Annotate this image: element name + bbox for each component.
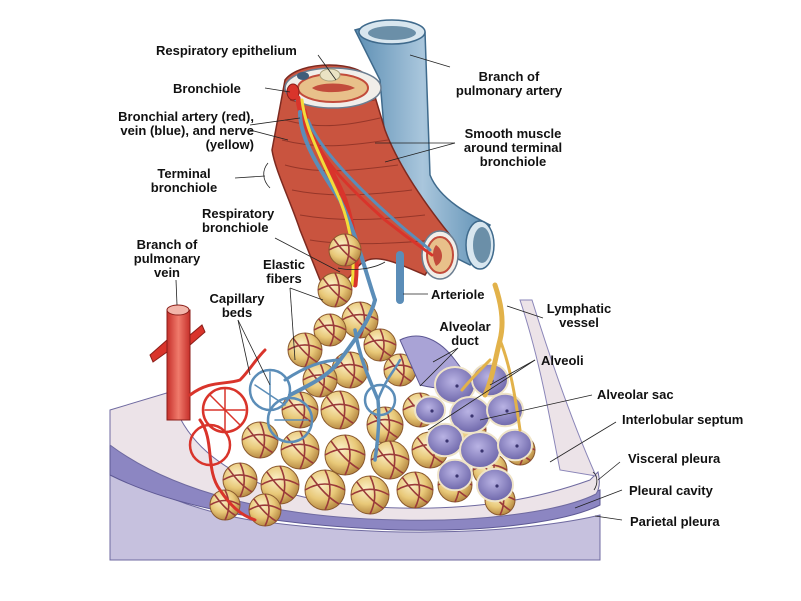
alveolus [350, 475, 390, 515]
alveolar-cell-dot [445, 439, 449, 443]
alveolus [313, 313, 347, 347]
label-branch-pulmonary-vein: Branch of pulmonary vein [133, 237, 201, 280]
alveolus [241, 421, 279, 459]
alveolar-sac-lobe [476, 467, 514, 503]
alveolus [287, 332, 323, 368]
label-terminal-bronchiole: Terminal bronchiole [150, 166, 218, 195]
alveolar-cell-dot [455, 474, 459, 478]
alveolar-sac-lobe [437, 458, 473, 492]
alveolus [370, 440, 410, 480]
label-branch-pulmonary-artery: Branch of pulmonary artery [455, 69, 563, 98]
alveolus [328, 233, 362, 267]
alveolar-sac-lobe [497, 428, 533, 462]
label-capillary-beds: Capillary beds [209, 291, 265, 320]
alveolar-cell-dot [505, 409, 509, 413]
alveolus [363, 328, 397, 362]
alveolar-cell-dot [430, 409, 434, 413]
alveolar-sac [399, 335, 533, 503]
label-alveoli: Alveoli [541, 353, 584, 368]
alveolar-cell-dot [495, 484, 499, 488]
alveolar-cell-dot [470, 414, 474, 418]
leader-lines [175, 54, 623, 521]
alveolus [280, 430, 320, 470]
pulmonary-vein-branch [149, 304, 206, 421]
alveolus [248, 493, 282, 527]
alveolar-cell-dot [515, 444, 519, 448]
label-bronchiole: Bronchiole [173, 81, 241, 96]
label-pleural-cavity: Pleural cavity [629, 483, 713, 498]
bronchial-vessels [295, 95, 434, 302]
alveolus [324, 434, 366, 476]
label-respiratory-epithelium: Respiratory epithelium [156, 43, 297, 58]
arteriole-tree [283, 251, 404, 462]
label-respiratory-bronchiole: Respiratory bronchiole [202, 206, 275, 235]
label-alveolar-duct: Alveolar duct [439, 319, 491, 348]
label-arteriole: Arteriole [431, 287, 485, 302]
alveolar-cell-dot [480, 449, 484, 453]
alveolus [366, 406, 404, 444]
label-alveolar-sac: Alveolar sac [597, 387, 674, 402]
label-parietal-pleura: Parietal pleura [630, 514, 720, 529]
lymphatic-vessel [460, 282, 522, 432]
label-bronchial-vessels: Bronchial artery (red), vein (blue), and… [118, 109, 254, 152]
alveolus [209, 489, 241, 521]
alveolus [304, 469, 346, 511]
alveolus [317, 272, 353, 308]
alveolus [320, 390, 360, 430]
label-lymphatic-vessel: Lymphatic vessel [546, 301, 612, 330]
alveolus [396, 471, 434, 509]
alveolus [341, 301, 379, 339]
label-elastic-fibers: Elastic fibers [263, 257, 305, 286]
alveolar-sac-lobe [426, 422, 464, 458]
label-visceral-pleura: Visceral pleura [628, 451, 721, 466]
label-interlobular-septum: Interlobular septum [622, 412, 744, 427]
alveolar-sac-lobe [414, 395, 446, 425]
label-smooth-muscle: Smooth muscle around terminal bronchiole [463, 126, 563, 169]
alveolar-cell-dot [455, 384, 459, 388]
alveolus [222, 462, 258, 498]
